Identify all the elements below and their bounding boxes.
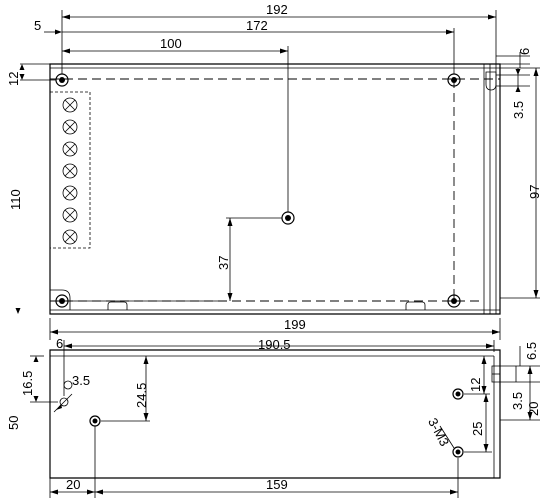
dim-3-m3: 3-M3 [425, 415, 452, 448]
dim-25: 25 [470, 422, 485, 436]
dim-6-side: 6 [56, 336, 63, 351]
terminal-block [50, 92, 90, 248]
side-hole-left-top [63, 380, 73, 390]
side-hole-left-bottom [59, 397, 69, 407]
dim-3-5-top: 3.5 [511, 101, 526, 119]
dim-100: 100 [160, 36, 182, 51]
dim-37: 37 [216, 256, 231, 270]
side-tab-top [486, 72, 496, 90]
dim-50: 50 [6, 416, 21, 430]
dim-192: 192 [266, 2, 288, 17]
side-view-outline [50, 350, 500, 478]
dim-97: 97 [527, 185, 542, 199]
mounting-hole-bottom-right [447, 294, 461, 308]
dim-20-bottom: 20 [66, 477, 80, 492]
dim-3-5-side: 3.5 [510, 392, 525, 410]
terminal-screw [62, 163, 78, 179]
side-hole-right-top [452, 388, 464, 400]
dim-16-5: 16.5 [20, 371, 35, 396]
bottom-tab-right [406, 302, 425, 310]
side-hole-right-bottom [452, 446, 464, 458]
terminal-screw [62, 207, 78, 223]
dim-159: 159 [266, 477, 288, 492]
dim-110: 110 [8, 189, 23, 210]
terminal-screw [62, 185, 78, 201]
dim-190-5: 190.5 [258, 337, 291, 352]
top-view-outline [50, 64, 500, 314]
dim-12-side: 12 [468, 378, 483, 392]
dim-6-5: 6.5 [524, 342, 539, 360]
dim-24-5: 24.5 [134, 383, 149, 408]
corner-tab-bottom-left [50, 290, 70, 310]
terminal-screw [62, 229, 78, 245]
terminal-screw [62, 119, 78, 135]
dim-172: 172 [246, 18, 268, 33]
dim-12-left: 12 [6, 72, 21, 86]
dim-199: 199 [284, 317, 306, 332]
dim-5: 5 [34, 18, 41, 33]
mounting-hole-center [281, 211, 295, 225]
dim-20-right: 20 [526, 402, 541, 416]
terminal-screw [62, 97, 78, 113]
dim-6-top: 6 [517, 48, 532, 55]
bottom-tab-left [108, 302, 127, 310]
mounting-hole-top-left [55, 73, 69, 87]
terminal-screw [62, 141, 78, 157]
terminal-screws [62, 97, 78, 245]
side-view: 199 6 190.5 6.5 16.5 [6, 317, 541, 498]
top-view: 192 5 172 100 6 3.5 12 11 [6, 2, 542, 314]
dim-3-5-dia: 3.5 [72, 373, 90, 388]
side-hole-center [89, 415, 101, 427]
